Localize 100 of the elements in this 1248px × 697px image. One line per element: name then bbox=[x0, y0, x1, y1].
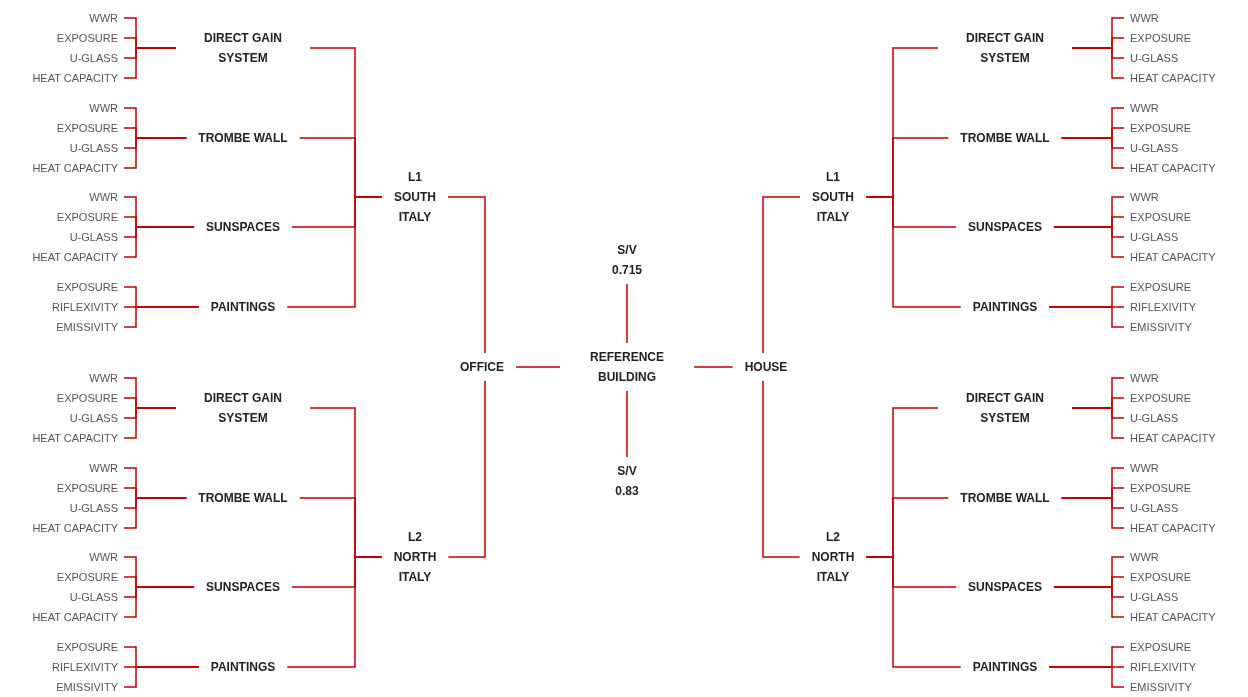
parameter-label: WWR bbox=[83, 550, 124, 564]
parameter-label: EXPOSURE bbox=[50, 391, 124, 405]
parameter-label: EXPOSURE bbox=[50, 481, 124, 495]
bracket-line bbox=[123, 666, 200, 688]
climate-zone-label: L2 NORTH ITALY bbox=[381, 523, 449, 591]
parameter-label: WWR bbox=[1124, 101, 1165, 115]
climate-zone-label: L1 SOUTH ITALY bbox=[382, 163, 448, 231]
parameter-label: U-GLASS bbox=[1124, 51, 1185, 65]
parameter-label: HEAT CAPACITY bbox=[26, 431, 124, 445]
bracket-line bbox=[865, 556, 962, 668]
parameter-label: EXPOSURE bbox=[1124, 481, 1198, 495]
parameter-label: HEAT CAPACITY bbox=[26, 71, 124, 85]
parameter-label: WWR bbox=[1124, 461, 1165, 475]
parameter-label: EMISSIVITY bbox=[50, 320, 124, 334]
bracket-line bbox=[447, 380, 486, 558]
parameter-label: WWR bbox=[1124, 190, 1165, 204]
parameter-label: U-GLASS bbox=[1124, 141, 1185, 155]
bracket-line bbox=[762, 380, 801, 558]
parameter-label: WWR bbox=[83, 11, 124, 25]
bracket-line bbox=[1053, 586, 1125, 618]
bracket-line bbox=[123, 497, 188, 529]
bracket-line bbox=[865, 196, 962, 308]
bracket-line bbox=[123, 586, 195, 618]
system-label: DIRECT GAIN SYSTEM bbox=[938, 384, 1072, 432]
bracket-line bbox=[123, 306, 200, 328]
bracket-line bbox=[1060, 497, 1125, 529]
parameter-label: WWR bbox=[83, 371, 124, 385]
bracket-line bbox=[1053, 226, 1125, 258]
parameter-label: HEAT CAPACITY bbox=[1124, 161, 1222, 175]
bracket-line bbox=[626, 283, 628, 344]
parameter-label: EXPOSURE bbox=[1124, 640, 1198, 654]
system-label: DIRECT GAIN SYSTEM bbox=[176, 24, 310, 72]
parameter-label: U-GLASS bbox=[63, 590, 124, 604]
system-label: PAINTINGS bbox=[198, 653, 288, 681]
bracket-line bbox=[1048, 306, 1125, 328]
parameter-label: EXPOSURE bbox=[50, 121, 124, 135]
parameter-label: WWR bbox=[83, 190, 124, 204]
parameter-label: U-GLASS bbox=[63, 141, 124, 155]
parameter-label: RIFLEXIVITY bbox=[1124, 300, 1203, 314]
parameter-label: EXPOSURE bbox=[1124, 31, 1198, 45]
parameter-label: HEAT CAPACITY bbox=[1124, 250, 1222, 264]
system-label: TROMBE WALL bbox=[948, 484, 1062, 512]
bracket-line bbox=[626, 390, 628, 458]
parameter-label: WWR bbox=[1124, 11, 1165, 25]
parameter-label: WWR bbox=[1124, 371, 1165, 385]
bracket-line bbox=[1048, 666, 1125, 688]
system-label: SUNSPACES bbox=[956, 213, 1054, 241]
parameter-label: EMISSIVITY bbox=[1124, 320, 1198, 334]
bracket-line bbox=[515, 366, 561, 368]
building-label: REFERENCE BUILDING bbox=[560, 343, 694, 391]
parameter-label: EMISSIVITY bbox=[50, 680, 124, 694]
parameter-label: U-GLASS bbox=[1124, 590, 1185, 604]
building-type-label: OFFICE bbox=[448, 353, 516, 381]
parameter-label: EXPOSURE bbox=[50, 280, 124, 294]
parameter-label: HEAT CAPACITY bbox=[26, 610, 124, 624]
parameter-label: U-GLASS bbox=[63, 411, 124, 425]
parameter-label: WWR bbox=[1124, 550, 1165, 564]
parameter-label: U-GLASS bbox=[63, 230, 124, 244]
parameter-label: HEAT CAPACITY bbox=[26, 521, 124, 535]
parameter-label: HEAT CAPACITY bbox=[1124, 610, 1222, 624]
system-label: PAINTINGS bbox=[198, 293, 288, 321]
bracket-line bbox=[123, 226, 195, 258]
bracket-line bbox=[447, 196, 486, 354]
system-label: SUNSPACES bbox=[956, 573, 1054, 601]
bracket-line bbox=[286, 196, 383, 308]
parameter-label: RIFLEXIVITY bbox=[1124, 660, 1203, 674]
bracket-line bbox=[1071, 47, 1125, 79]
parameter-label: HEAT CAPACITY bbox=[1124, 521, 1222, 535]
system-label: SUNSPACES bbox=[194, 213, 292, 241]
bracket-line bbox=[762, 196, 801, 354]
parameter-label: RIFLEXIVITY bbox=[45, 300, 124, 314]
system-label: SUNSPACES bbox=[194, 573, 292, 601]
bracket-line bbox=[1060, 137, 1125, 169]
system-label: DIRECT GAIN SYSTEM bbox=[176, 384, 310, 432]
parameter-label: EXPOSURE bbox=[1124, 280, 1198, 294]
system-label: DIRECT GAIN SYSTEM bbox=[938, 24, 1072, 72]
parameter-label: EXPOSURE bbox=[50, 570, 124, 584]
bracket-line bbox=[693, 366, 734, 368]
parameter-label: HEAT CAPACITY bbox=[26, 161, 124, 175]
climate-zone-label: L1 SOUTH ITALY bbox=[800, 163, 866, 231]
parameter-label: U-GLASS bbox=[63, 51, 124, 65]
parameter-label: HEAT CAPACITY bbox=[1124, 431, 1222, 445]
climate-zone-label: L2 NORTH ITALY bbox=[799, 523, 867, 591]
parameter-label: EMISSIVITY bbox=[1124, 680, 1198, 694]
ratio-label: S/V 0.715 bbox=[600, 236, 654, 284]
parameter-label: WWR bbox=[83, 461, 124, 475]
bracket-line bbox=[1071, 407, 1125, 439]
parameter-label: EXPOSURE bbox=[1124, 570, 1198, 584]
parameter-label: U-GLASS bbox=[1124, 411, 1185, 425]
bracket-line bbox=[123, 137, 188, 169]
bracket-line bbox=[123, 47, 177, 79]
parameter-label: EXPOSURE bbox=[1124, 121, 1198, 135]
system-label: PAINTINGS bbox=[960, 293, 1050, 321]
parameter-label: EXPOSURE bbox=[1124, 391, 1198, 405]
system-label: PAINTINGS bbox=[960, 653, 1050, 681]
bracket-line bbox=[286, 556, 383, 668]
parameter-label: EXPOSURE bbox=[50, 210, 124, 224]
building-type-label: HOUSE bbox=[732, 353, 800, 381]
parameter-label: U-GLASS bbox=[1124, 501, 1185, 515]
parameter-label: WWR bbox=[83, 101, 124, 115]
